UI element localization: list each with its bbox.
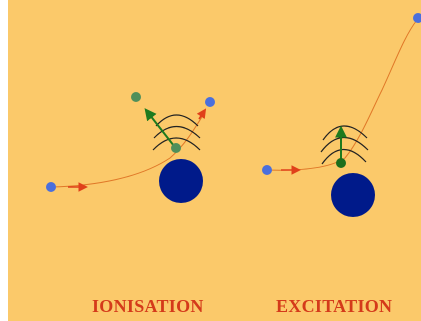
ionisation-nucleus [159,159,203,203]
excitation-trajectory [266,19,418,171]
ionisation-arrow-out [196,108,207,120]
excitation-particle-in [262,165,272,175]
ionisation-particle-in [46,182,56,192]
ionisation-ejected-electron [131,92,141,102]
ionisation-electron-arrow [144,108,175,147]
excitation-label: EXCITATION [276,296,393,316]
excitation-particle-out [413,13,421,23]
excitation-nucleus [331,173,375,217]
excitation-excited-electron [336,158,346,168]
diagram-background [8,0,421,321]
ionisation-electron-origin [171,143,181,153]
excitation-scene [262,13,421,217]
ionisation-waves [152,114,201,151]
ionisation-label: IONISATION [92,296,204,316]
ionisation-scene [46,92,215,203]
ionisation-particle-out [205,97,215,107]
